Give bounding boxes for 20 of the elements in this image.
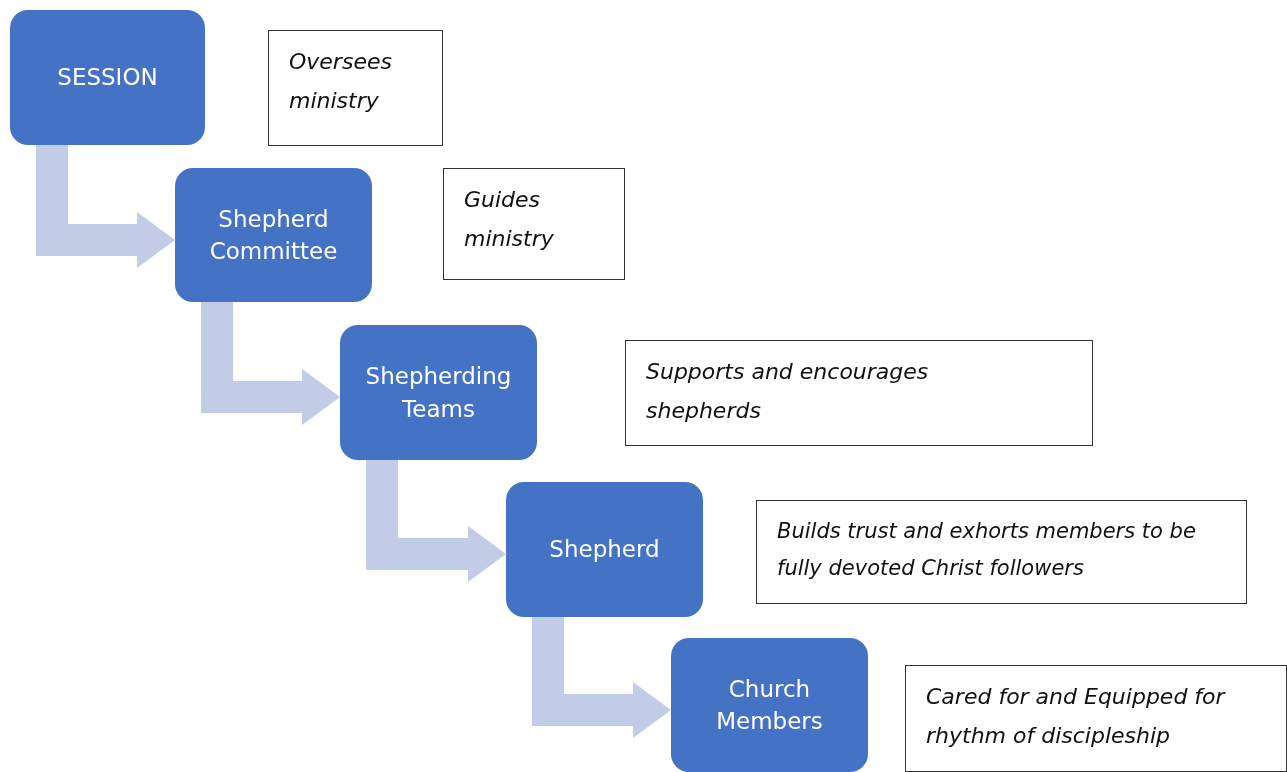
- description-box: [756, 500, 1247, 604]
- description-text: Guides ministry: [464, 186, 555, 253]
- role-box: [175, 168, 372, 302]
- role-box: [10, 10, 205, 145]
- description-box: [268, 30, 443, 146]
- role-label: Church Members: [715, 674, 824, 736]
- description-box: [625, 340, 1093, 446]
- role-label: Shepherd Committee: [208, 204, 339, 266]
- description-text: Oversees ministry: [289, 48, 393, 115]
- role-box: [506, 482, 703, 617]
- description-box: [443, 168, 625, 280]
- description-text: Builds trust and exhorts members to be fully devoted Christ followers: [777, 518, 1197, 582]
- role-label: SESSION: [57, 63, 158, 93]
- role-box: [671, 638, 868, 772]
- description-text: Supports and encourages shepherds: [646, 358, 930, 425]
- description-text: Cared for and Equipped for rhythm of discipleship: [926, 683, 1227, 750]
- role-label: Shepherd: [549, 535, 660, 565]
- role-box: [340, 325, 537, 460]
- description-box: [905, 665, 1287, 772]
- role-label: Shepherding Teams: [364, 362, 513, 424]
